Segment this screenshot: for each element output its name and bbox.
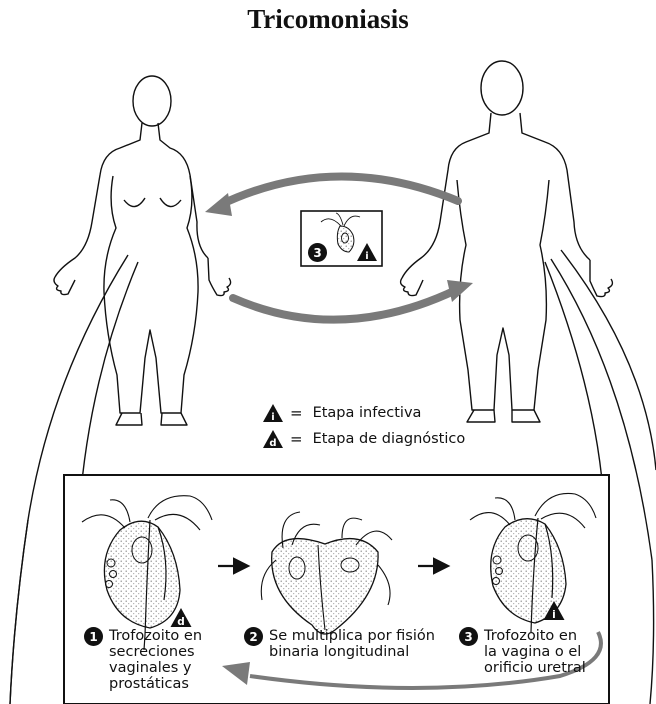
legend-infective: i = Etapa infectiva	[262, 403, 421, 423]
step-2-caption: 2 Se multiplica por fisión binaria longi…	[244, 628, 435, 660]
step-3-caption: 3 Trofozoito en la vagina o el orificio …	[459, 628, 586, 676]
svg-text:i: i	[552, 609, 556, 621]
diagnostic-stage-icon: d	[169, 607, 193, 628]
infective-stage-icon: i	[542, 600, 566, 621]
svg-text:i: i	[365, 251, 368, 262]
step-number: 3	[459, 627, 478, 646]
legend-label-diagnostic: Etapa de diagnóstico	[313, 431, 466, 447]
step-text: Trofozoito en la vagina o el orificio ur…	[484, 628, 586, 676]
transmission-arrow-to-male	[233, 290, 456, 320]
svg-text:i: i	[271, 412, 274, 423]
legend-diagnostic: d = Etapa de diagnóstico	[262, 429, 465, 449]
infective-stage-icon: i	[262, 403, 284, 423]
legend-label-infective: Etapa infectiva	[313, 405, 422, 421]
step-number: 2	[244, 627, 263, 646]
infective-stage-icon: i	[356, 242, 378, 262]
step-1-caption: 1 Trofozoito en secreciones vaginales y …	[84, 628, 202, 692]
transmission-arrowhead-to-female	[205, 193, 232, 216]
svg-text:d: d	[269, 438, 276, 449]
center-step-number: 3	[308, 243, 327, 262]
diagnostic-stage-icon: d	[262, 429, 284, 449]
female-human-figure	[54, 76, 231, 425]
step-number: 1	[84, 627, 103, 646]
step-text: Trofozoito en secreciones vaginales y pr…	[109, 628, 202, 692]
transmission-arrow-to-female	[220, 176, 458, 205]
svg-text:d: d	[177, 616, 185, 628]
step-text: Se multiplica por fisión binaria longitu…	[269, 628, 435, 660]
